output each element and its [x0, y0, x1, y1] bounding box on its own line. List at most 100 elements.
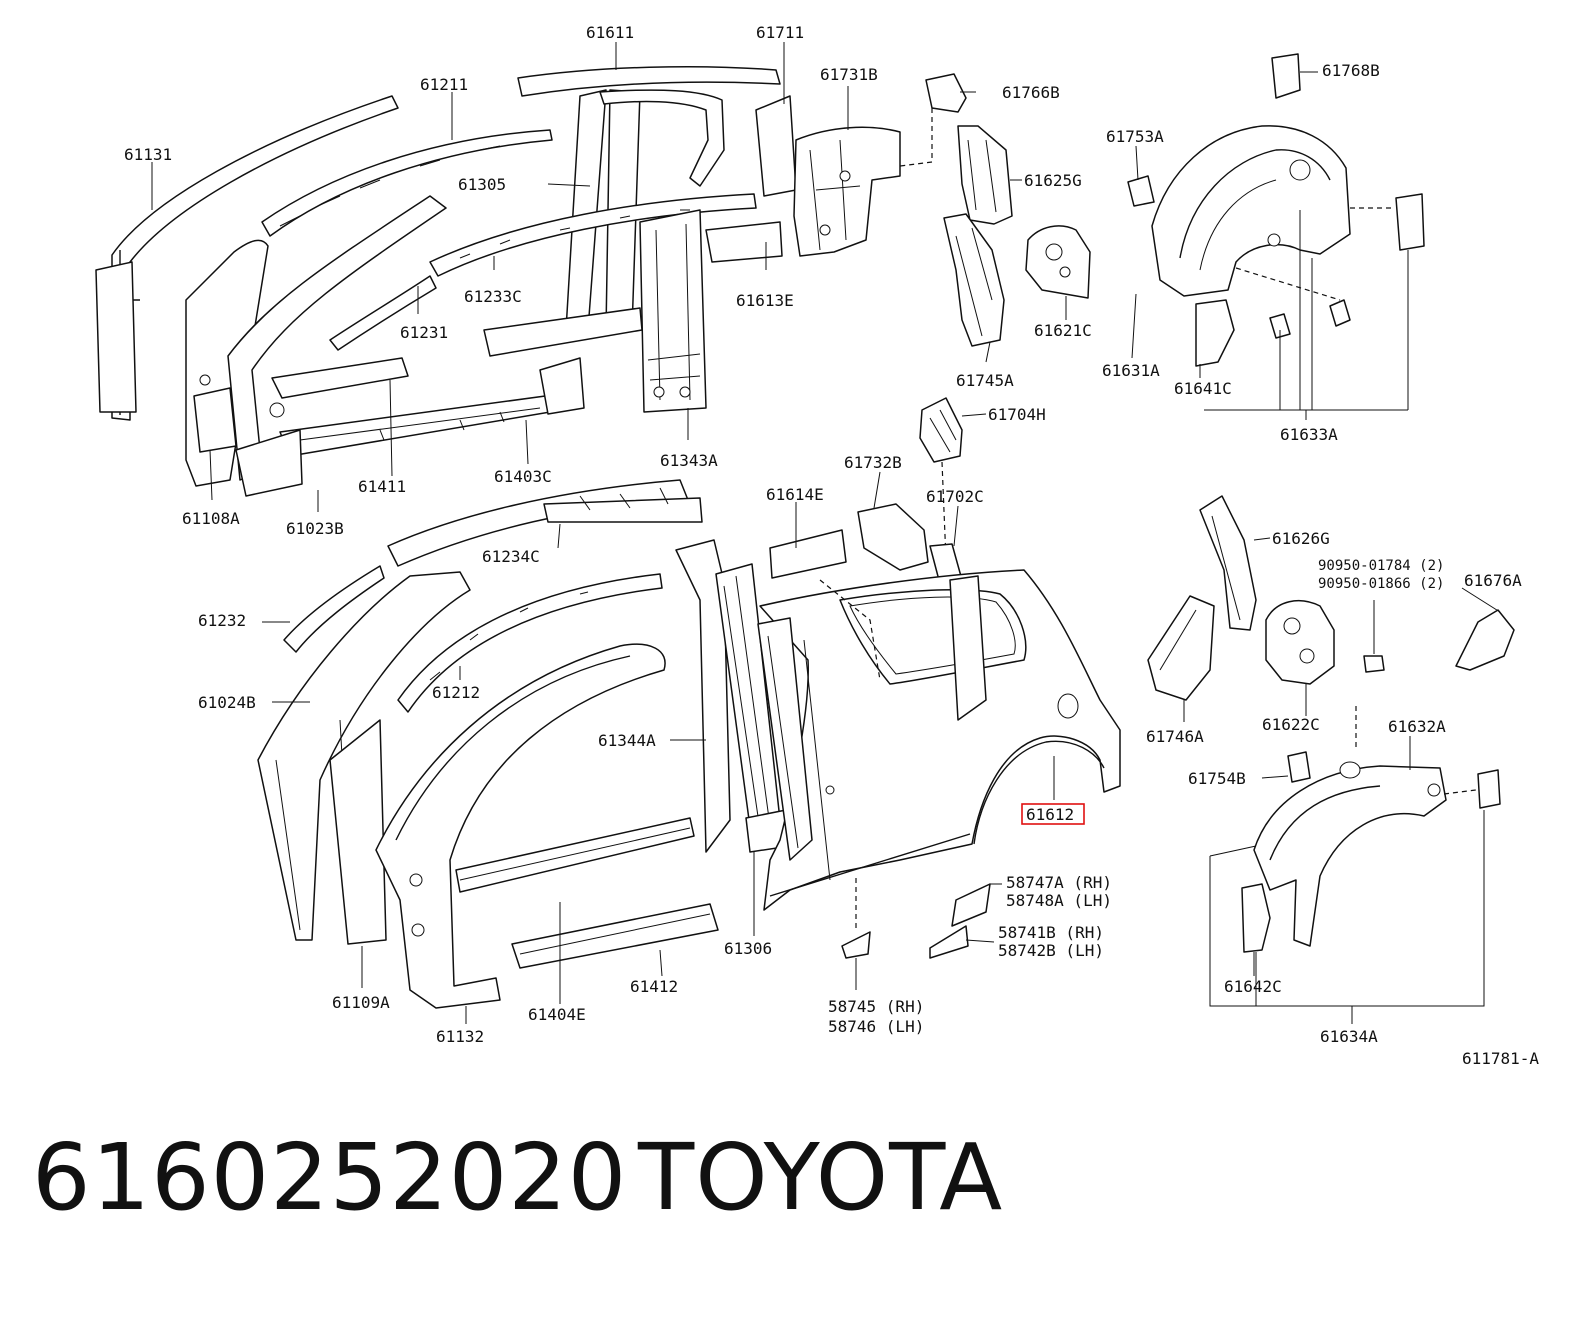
part-61232-shape — [283, 565, 385, 653]
label-61613e: 61613E — [736, 291, 794, 310]
label-61108a: 61108A — [182, 509, 240, 528]
label-61132: 61132 — [436, 1027, 484, 1046]
label-90950-01784: 90950-01784 (2) — [1318, 558, 1444, 574]
part-61621c-shape — [1025, 225, 1091, 299]
label-61642c: 61642C — [1224, 977, 1282, 996]
label-61233c: 61233C — [464, 287, 522, 306]
label-61023b: 61023B — [286, 519, 344, 538]
label-61344a: 61344A — [598, 731, 656, 750]
part-61403c-shape — [279, 393, 563, 457]
part-61766b-shape — [925, 73, 967, 113]
part-61754b-shape — [1287, 751, 1311, 783]
clip-90950-shape — [1363, 655, 1385, 673]
label-61754b: 61754B — [1188, 769, 1246, 788]
label-58741b: 58741B (RH) — [998, 923, 1104, 942]
part-61631a-shape — [1151, 125, 1351, 297]
label-61305: 61305 — [458, 175, 506, 194]
label-61212: 61212 — [432, 683, 480, 702]
label-61702c: 61702C — [926, 487, 984, 506]
part-61732b-shape — [857, 503, 929, 571]
label-61634a: 61634A — [1320, 1027, 1378, 1046]
label-61768b: 61768B — [1322, 61, 1380, 80]
label-611781-a: 611781-A — [1462, 1049, 1539, 1068]
label-61731b: 61731B — [820, 65, 878, 84]
part-61625g-shape — [957, 125, 1013, 225]
label-61711: 61711 — [756, 23, 804, 42]
part-58745-shape — [841, 931, 871, 959]
label-61621c: 61621C — [1034, 321, 1092, 340]
label-61306: 61306 — [724, 939, 772, 958]
label-61611: 61611 — [586, 23, 634, 42]
label-61211: 61211 — [420, 75, 468, 94]
part-61768b-shape — [1271, 53, 1301, 99]
part-58741b-shape — [929, 925, 969, 959]
exploded-body-side-diagram: 61611 61711 61211 61731B 61766B 61768B 6… — [95, 23, 1539, 1068]
quarter-panel-61612 — [757, 569, 1121, 959]
part-61731b-shape — [793, 126, 901, 257]
part-61344a-shape — [675, 539, 731, 853]
part-61632a-shape — [1253, 765, 1447, 947]
label-61234c: 61234C — [482, 547, 540, 566]
label-61024b: 61024B — [198, 693, 256, 712]
upper-left-assembly — [95, 65, 901, 497]
label-58746: 58746 (LH) — [828, 1017, 924, 1036]
label-61232: 61232 — [198, 611, 246, 630]
label-61632a: 61632A — [1388, 717, 1446, 736]
label-61631a: 61631A — [1102, 361, 1160, 380]
label-58747a: 58747A (RH) — [1006, 873, 1112, 892]
footer-part-number: 6160252020 — [32, 1124, 628, 1231]
part-61614e-shape — [769, 529, 847, 579]
part-61704h-shape — [919, 397, 963, 463]
lower-left-outer-side — [257, 479, 963, 1009]
part-61676a-shape — [1455, 609, 1515, 671]
part-61109a-shape — [329, 719, 387, 945]
part-61611-shape — [517, 65, 781, 97]
part-61212-shape — [397, 573, 663, 713]
label-61622c: 61622C — [1262, 715, 1320, 734]
label-61412: 61412 — [630, 977, 678, 996]
part-61622c-shape — [1265, 599, 1335, 685]
label-61404e: 61404E — [528, 1005, 586, 1024]
label-61231: 61231 — [400, 323, 448, 342]
part-61404e-shape — [455, 817, 695, 893]
label-61131: 61131 — [124, 145, 172, 164]
upper-right-wheelhouse — [1127, 53, 1425, 411]
label-61109a: 61109A — [332, 993, 390, 1012]
label-61746a: 61746A — [1146, 727, 1204, 746]
label-61732b: 61732B — [844, 453, 902, 472]
lower-right-parts — [1147, 495, 1515, 1007]
label-58742b: 58742B (LH) — [998, 941, 1104, 960]
label-61625g: 61625G — [1024, 171, 1082, 190]
label-61343a: 61343A — [660, 451, 718, 470]
label-58748a: 58748A (LH) — [1006, 891, 1112, 910]
part-61626g-shape — [1199, 495, 1257, 631]
label-61403c: 61403C — [494, 467, 552, 486]
part-labels: 61611 61711 61211 61731B 61766B 61768B 6… — [124, 23, 1539, 1068]
part-61132-shape — [375, 643, 666, 1009]
part-61641c-shape — [1195, 299, 1235, 367]
highlight-61612 — [1021, 803, 1085, 825]
label-61766b: 61766B — [1002, 83, 1060, 102]
label-61612: 61612 — [1026, 805, 1074, 824]
part-61131-shape — [111, 95, 399, 421]
footer-brand: TOYOTA — [638, 1124, 1004, 1231]
part-61343a-shape — [639, 209, 707, 413]
label-61411: 61411 — [358, 477, 406, 496]
label-61626g: 61626G — [1272, 529, 1330, 548]
part-61412-shape — [511, 903, 719, 969]
part-61211-shape — [261, 129, 553, 237]
label-61633a: 61633A — [1280, 425, 1338, 444]
part-61024b-shape — [257, 571, 471, 941]
label-58745: 58745 (RH) — [828, 997, 924, 1016]
label-61676a: 61676A — [1464, 571, 1522, 590]
label-90950-01866: 90950-01866 (2) — [1318, 576, 1444, 592]
label-61614e: 61614E — [766, 485, 824, 504]
leader-lines — [151, 42, 1501, 1024]
part-61753a-shape — [1127, 175, 1155, 207]
upper-middle-parts — [899, 73, 1091, 561]
label-61704h: 61704H — [988, 405, 1046, 424]
part-58747a-shape — [951, 883, 991, 927]
label-61641c: 61641C — [1174, 379, 1232, 398]
part-61746a-shape — [1147, 595, 1215, 701]
